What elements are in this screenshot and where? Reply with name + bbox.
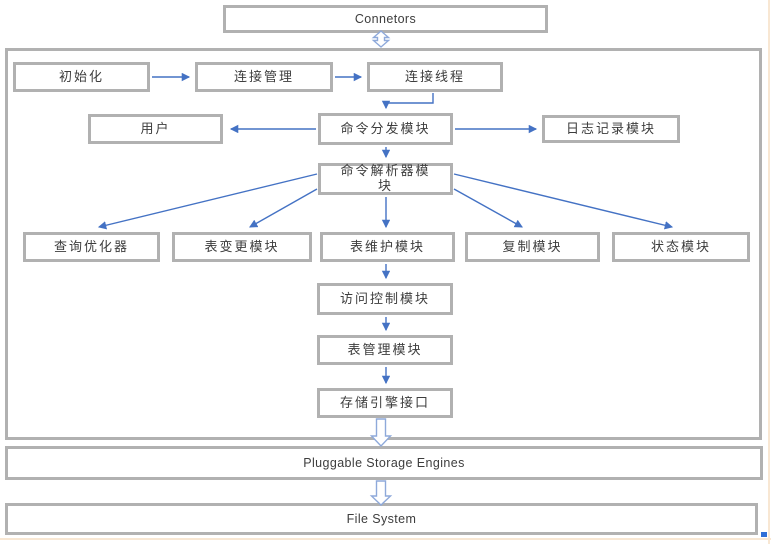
node-query-optimizer: 查询优化器 (23, 232, 160, 262)
node-pluggable-storage-engines: Pluggable Storage Engines (5, 446, 763, 480)
node-command-dispatch: 命令分发模块 (318, 113, 453, 145)
node-connection-management: 连接管理 (195, 62, 333, 92)
node-status: 状态模块 (612, 232, 750, 262)
node-log-module: 日志记录模块 (542, 115, 680, 143)
node-command-parser: 命令解析器模 块 (318, 163, 453, 195)
node-table-management: 表管理模块 (317, 335, 453, 365)
node-init: 初始化 (13, 62, 150, 92)
node-connetors: Connetors (223, 5, 548, 33)
node-user: 用户 (88, 114, 223, 144)
node-storage-engine-interface: 存储引擎接口 (317, 388, 453, 418)
selection-handle[interactable] (761, 532, 767, 537)
node-file-system: File System (5, 503, 758, 535)
node-replication: 复制模块 (465, 232, 600, 262)
page-edge-right (768, 0, 770, 544)
hollow-arrow-to-filesystem (369, 480, 393, 506)
node-access-control: 访问控制模块 (317, 283, 453, 315)
page-edge-bottom (0, 538, 771, 540)
node-table-change: 表变更模块 (172, 232, 312, 262)
double-arrow-connetors-server (371, 30, 391, 48)
node-table-maintenance: 表维护模块 (320, 232, 455, 262)
node-connection-thread: 连接线程 (367, 62, 503, 92)
